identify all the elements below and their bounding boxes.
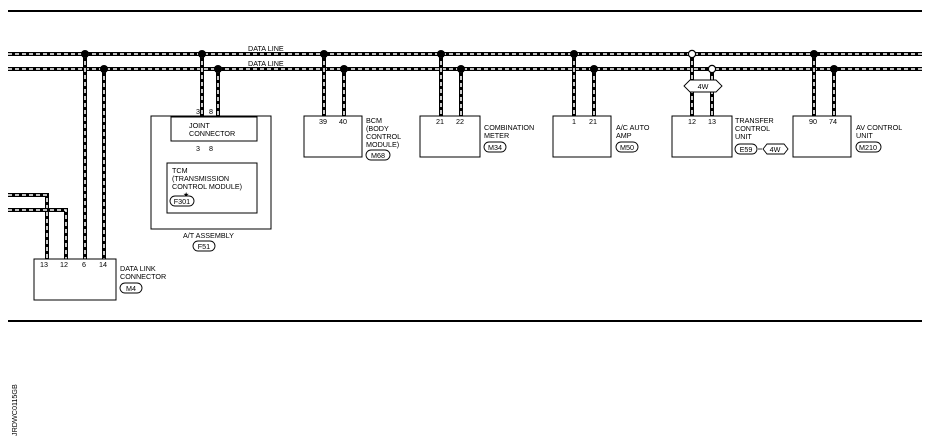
- ac-auto-amp-module: 1 21 A/C AUTO AMP M50: [552, 115, 650, 158]
- tcm-connector-code: F301: [174, 197, 190, 206]
- tcm-label-1: TCM: [172, 166, 188, 175]
- ac-auto-amp-box: [552, 115, 612, 158]
- bcm-label-2: (BODY: [366, 124, 389, 133]
- av-control-unit-pin-1: 90: [809, 117, 817, 126]
- data-link-connector-module: 13 12 6 14 DATA LINK CONNECTOR M4: [33, 258, 166, 301]
- transfer-control-unit-pin-1: 12: [688, 117, 696, 126]
- combination-meter-connector-pill: [483, 141, 507, 153]
- ac-auto-amp-label-1: A/C AUTO: [616, 123, 650, 132]
- bcm-connector-pill: [365, 149, 391, 161]
- av-control-unit-pin-2: 74: [829, 117, 837, 126]
- bcm-label-3: CONTROL: [366, 132, 401, 141]
- at-assembly-connector-code: F51: [198, 242, 210, 251]
- option-splice-dots: [687, 49, 717, 74]
- joint-connector-pin-bottom-1: 3: [196, 144, 200, 153]
- tcm-connector-pill: [169, 195, 195, 207]
- combination-meter-box: [419, 115, 481, 158]
- bcm-box: [303, 115, 363, 158]
- joint-connector-label-1: JOINT: [189, 121, 210, 130]
- data-link-connector-connector-code: M4: [126, 284, 136, 293]
- figure-id: JRDWC0115GB: [10, 384, 19, 436]
- at-assembly-label: A/T ASSEMBLY: [183, 231, 234, 240]
- bcm-label-4: MODULE): [366, 140, 399, 149]
- transfer-control-unit-module: 12 13 TRANSFER CONTROL UNIT E59 4W: [671, 115, 789, 158]
- ac-auto-amp-pin-2: 21: [589, 117, 597, 126]
- bcm-pin-1: 39: [319, 117, 327, 126]
- data-link-connector-box: [33, 258, 117, 301]
- option-4w-tag-label: 4W: [698, 82, 709, 91]
- ac-auto-amp-label-2: AMP: [616, 131, 632, 140]
- transfer-control-unit-label-3: UNIT: [735, 132, 752, 141]
- joint-connector-label-2: CONNECTOR: [189, 129, 235, 138]
- combination-meter-pin-1: 21: [436, 117, 444, 126]
- combination-meter-module: 21 22 COMBINATION METER M34: [419, 115, 534, 158]
- tcm-label-2: (TRANSMISSION: [172, 174, 229, 183]
- data-link-connector-pin-4: 14: [99, 260, 107, 269]
- av-control-unit-connector-pill: [855, 141, 882, 153]
- transfer-control-unit-pin-2: 13: [708, 117, 716, 126]
- data-line-label-1: DATA LINE: [248, 44, 284, 53]
- joint-connector-pin-top-2: 8: [209, 107, 213, 116]
- data-link-connector-pin-3: 6: [82, 260, 86, 269]
- data-link-connector-label-1: DATA LINK: [120, 264, 156, 273]
- data-link-connector-label-2: CONNECTOR: [120, 272, 166, 281]
- transfer-control-unit-4w-badge: [762, 143, 789, 155]
- av-control-unit-label-2: UNIT: [856, 131, 873, 140]
- option-4w-tag: 4W: [683, 79, 723, 93]
- joint-connector-pin-top-1: 3: [196, 107, 200, 116]
- data-line-label-2: DATA LINE: [248, 59, 284, 68]
- transfer-control-unit-connector-code: E59: [740, 145, 753, 154]
- ac-auto-amp-connector-code: M50: [620, 143, 634, 152]
- av-control-unit-label-1: AV CONTROL: [856, 123, 902, 132]
- ac-auto-amp-connector-pill: [615, 141, 639, 153]
- combination-meter-connector-code: M34: [488, 143, 502, 152]
- data-link-connector-connector-pill: [119, 282, 143, 294]
- at-assembly-connector-pill: [192, 240, 216, 252]
- tcm-label-3: CONTROL MODULE): [172, 182, 242, 191]
- bcm-module: 39 40 BCM (BODY CONTROL MODULE) M68: [303, 115, 401, 161]
- combination-meter-pin-2: 22: [456, 117, 464, 126]
- data-link-connector-pin-1: 13: [40, 260, 48, 269]
- transfer-control-unit-label-1: TRANSFER: [735, 116, 774, 125]
- bcm-pin-2: 40: [339, 117, 347, 126]
- data-link-connector-pin-2: 12: [60, 260, 68, 269]
- combination-meter-label-1: COMBINATION: [484, 123, 534, 132]
- combination-meter-label-2: METER: [484, 131, 509, 140]
- joint-connector-pin-bottom-2: 8: [209, 144, 213, 153]
- at-assembly: 3 8 JOINT CONNECTOR 3 8 TCM (TRANSMISSIO…: [150, 107, 272, 252]
- transfer-control-unit-label-2: CONTROL: [735, 124, 770, 133]
- transfer-control-unit-4w-badge-label: 4W: [770, 145, 781, 154]
- av-control-unit-connector-code: M210: [859, 143, 877, 152]
- joint-connector-box: [170, 116, 258, 142]
- bcm-label-1: BCM: [366, 116, 382, 125]
- transfer-control-unit-box: [671, 115, 733, 158]
- av-control-unit-module: 90 74 AV CONTROL UNIT M210: [792, 115, 902, 158]
- bcm-connector-code: M68: [371, 151, 385, 160]
- transfer-control-unit-connector-pill: [734, 143, 758, 155]
- av-control-unit-box: [792, 115, 852, 158]
- ac-auto-amp-pin-1: 1: [572, 117, 576, 126]
- tcm-star-mark: ★: [183, 190, 189, 199]
- junction-dots: [81, 50, 838, 73]
